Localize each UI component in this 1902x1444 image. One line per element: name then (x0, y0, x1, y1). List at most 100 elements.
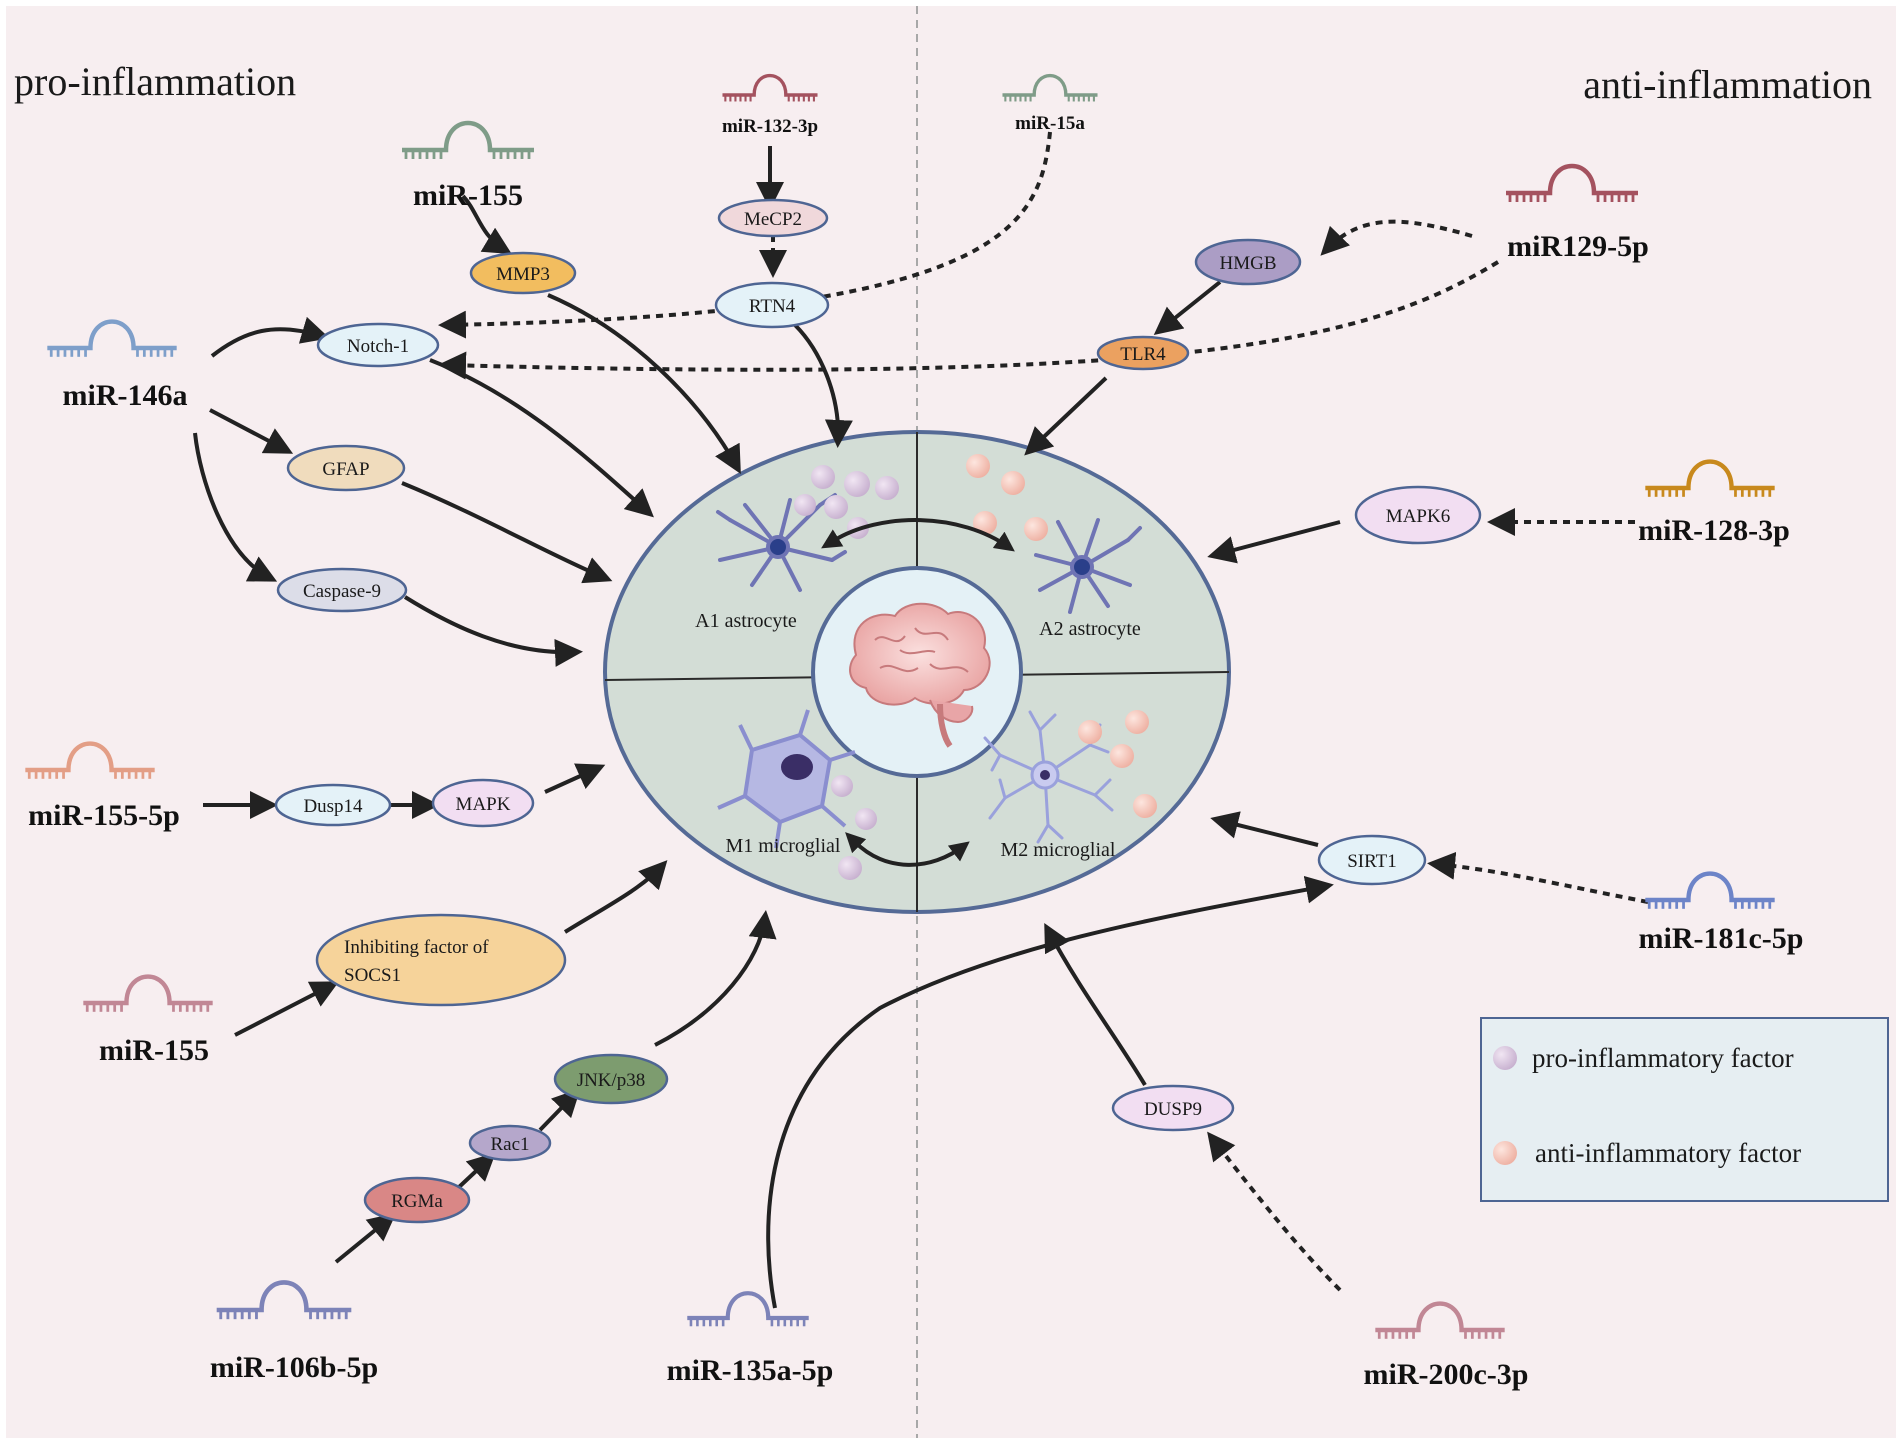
mirna-label-mir155-5p: miR-155-5p (28, 799, 180, 832)
node-rtn4-label: RTN4 (749, 296, 796, 317)
mirna-label-mir106b: miR-106b-5p (210, 1351, 378, 1384)
arrow-rtn4-cell (793, 323, 853, 448)
arrow-mir146a-gfap (209, 408, 294, 454)
node-mapk-label: MAPK (456, 794, 511, 815)
arrow-mmp3-cell (547, 293, 741, 475)
node-socs1-label-line2: SOCS1 (344, 965, 401, 986)
mirna-label-mir200c: miR-200c-3p (1364, 1358, 1529, 1391)
mirna-icon-mir106b (216, 1280, 352, 1320)
arrow-mir135a-sirt1 (766, 875, 1334, 1309)
m1-microglial-icon (717, 709, 856, 849)
mirna-label-mir146a: miR-146a (63, 379, 188, 412)
brain-icon (849, 602, 991, 748)
node-mmp3-label: MMP3 (496, 264, 550, 285)
node-sirt1: SIRT1 (1317, 834, 1427, 886)
legend-pro-swatch (1493, 1046, 1517, 1070)
legend-anti-label: anti-inflammatory factor (1535, 1138, 1801, 1168)
node-gfap: GFAP (286, 444, 406, 492)
arrow-mir129-notch1 (438, 260, 1500, 380)
mirna-icon-mir15a (1002, 73, 1098, 102)
arrow-mir155-mmp3 (461, 194, 512, 255)
legend-anti-swatch (1493, 1141, 1517, 1165)
pro-inflammation-title: pro-inflammation (14, 59, 296, 104)
arrow-gfap-cell (401, 481, 613, 584)
node-tlr4: TLR4 (1096, 335, 1190, 371)
mirna-label-mir15a: miR-15a (1015, 113, 1085, 134)
mirna-label-mir155-bottom: miR-155 (99, 1034, 209, 1067)
arrow-hmgb-tlr4 (1153, 280, 1222, 335)
node-rgma-label: RGMa (391, 1191, 443, 1212)
a1-a2-conversion-arrow (821, 518, 1015, 552)
mirna-icon-mir129 (1506, 163, 1638, 202)
node-notch1: Notch-1 (316, 322, 440, 368)
arrow-rgma-rac1 (456, 1152, 496, 1190)
pathway-arrows (193, 131, 1649, 1309)
arrow-jnk-cell (654, 910, 777, 1047)
arrow-rac1-jnk (538, 1088, 581, 1132)
mirna-label-mir128: miR-128-3p (1638, 514, 1790, 547)
a1-astrocyte-icon (716, 493, 847, 592)
node-jnk-label: JNK/p38 (577, 1070, 646, 1091)
arrow-caspase9-cell (403, 595, 583, 667)
node-caspase9-label: Caspase-9 (303, 581, 381, 602)
node-hmgb: HMGB (1194, 238, 1302, 286)
mirna-icon-mir155-5p (25, 741, 155, 779)
node-jnk-p38: JNK/p38 (553, 1053, 669, 1105)
arrow-mir146a-caspase9 (193, 432, 278, 582)
node-tlr4-label: TLR4 (1120, 344, 1166, 365)
mirna-icon-mir181c (1645, 871, 1775, 909)
arrow-dusp9-cell (1044, 922, 1147, 1087)
legend-pro-label: pro-inflammatory factor (1532, 1043, 1794, 1073)
m2-microglial-label: M2 microglial (1001, 839, 1116, 861)
a2-astrocyte-label: A2 astrocyte (1039, 618, 1141, 640)
node-mapk6: MAPK6 (1354, 485, 1482, 545)
mirna-label-mir135a: miR-135a-5p (667, 1354, 834, 1387)
arrow-mir146a-notch1 (210, 316, 330, 358)
mirna-label-mir181c: miR-181c-5p (1639, 922, 1804, 955)
m1-m2-conversion-arrow (845, 832, 970, 867)
node-hmgb-label: HMGB (1219, 253, 1276, 274)
node-socs1-label-line1: Inhibiting factor of (344, 937, 489, 958)
mirna-icon-mir155-top (402, 120, 534, 159)
node-mecp2-label: MeCP2 (744, 209, 802, 230)
mirna-icon-mir200c (1375, 1301, 1505, 1339)
node-sirt1-label: SIRT1 (1347, 851, 1397, 872)
arrow-mir155-socs1 (234, 981, 340, 1037)
arrow-mapk6-cell (1207, 520, 1341, 564)
node-dusp9-label: DUSP9 (1144, 1099, 1202, 1120)
node-dusp14-label: Dusp14 (303, 796, 363, 817)
node-socs1: Inhibiting factor of SOCS1 (315, 913, 567, 1007)
m1-microglial-label: M1 microglial (726, 835, 841, 857)
node-rac1-label: Rac1 (490, 1134, 529, 1155)
node-mmp3: MMP3 (469, 251, 577, 295)
pro-factor-spheres (794, 465, 899, 880)
node-rtn4: RTN4 (714, 281, 830, 329)
node-mapk: MAPK (431, 778, 535, 828)
arrow-sirt1-cell (1210, 811, 1319, 847)
mirna-icons (25, 73, 1775, 1339)
mirna-icon-mir155-bottom (83, 974, 213, 1012)
arrow-mir15a-notch1 (438, 131, 1052, 339)
arrow-mapk-cell (544, 763, 606, 794)
node-dusp14: Dusp14 (274, 783, 392, 827)
mirna-icon-mir135a (687, 1291, 809, 1327)
node-caspase9: Caspase-9 (276, 567, 408, 613)
arrow-mir181c-sirt1 (1427, 851, 1649, 904)
m2-microglial-icon (983, 710, 1114, 844)
mirna-icon-mir146a (47, 319, 177, 357)
arrow-tlr4-cell (1024, 376, 1108, 456)
node-rgma: RGMa (363, 1176, 471, 1224)
node-mecp2: MeCP2 (717, 198, 829, 238)
arrow-socs1-cell (563, 860, 668, 934)
arrow-mir200c-dusp9 (1207, 1131, 1342, 1292)
mirna-label-mir129: miR129-5p (1507, 230, 1649, 263)
node-mapk6-label: MAPK6 (1386, 506, 1450, 527)
mirna-icon-mir128 (1645, 459, 1775, 497)
node-dusp9: DUSP9 (1111, 1084, 1235, 1132)
mirna-icon-mir132 (722, 73, 818, 102)
anti-factor-spheres (966, 454, 1157, 818)
mirna-label-mir132: miR-132-3p (722, 116, 818, 137)
node-rac1: Rac1 (468, 1124, 552, 1162)
